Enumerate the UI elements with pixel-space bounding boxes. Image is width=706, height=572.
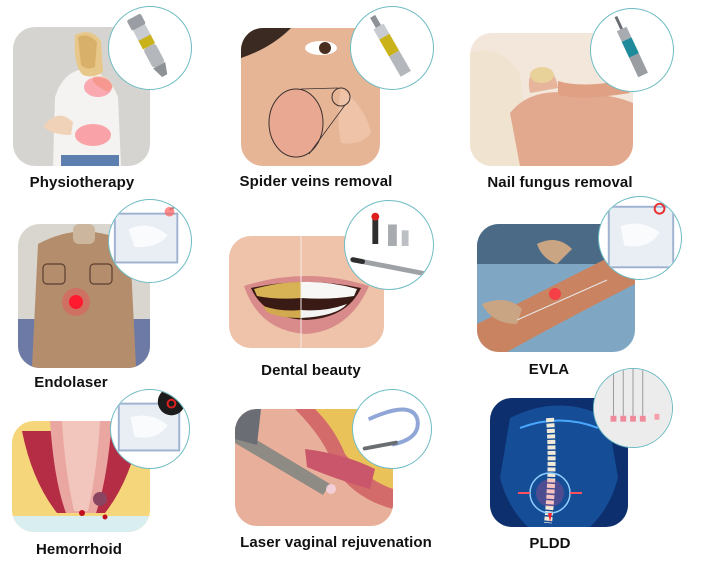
dental-beauty-photo xyxy=(229,236,384,348)
sterile-pack-inset xyxy=(598,196,682,280)
treatment-label: Physiotherapy xyxy=(29,174,135,191)
sterile-pack-inset xyxy=(110,389,190,469)
treatment-label: EVLA xyxy=(528,361,570,378)
needles-inset xyxy=(593,368,673,448)
fiber-handpiece-inset xyxy=(352,389,432,469)
treatment-label: Endolaser xyxy=(34,374,108,391)
sterile-pack-inset xyxy=(108,199,192,283)
treatment-label: Nail fungus removal xyxy=(487,174,633,191)
nail-fungus-photo xyxy=(470,33,633,166)
treatment-label: Dental beauty xyxy=(261,362,361,379)
treatment-label: Spider veins removal xyxy=(239,173,393,190)
handpiece-inset xyxy=(350,6,434,90)
handpiece-inset xyxy=(108,6,192,90)
treatment-label: PLDD xyxy=(529,535,571,552)
treatment-label: Hemorrhoid xyxy=(35,541,123,558)
hemorrhoid-photo xyxy=(12,421,150,532)
dental-tips-inset xyxy=(344,200,434,290)
spider-veins-photo xyxy=(241,28,380,166)
treatment-label: Laser vaginal rejuvenation xyxy=(240,534,432,551)
handpiece-inset xyxy=(590,8,674,92)
